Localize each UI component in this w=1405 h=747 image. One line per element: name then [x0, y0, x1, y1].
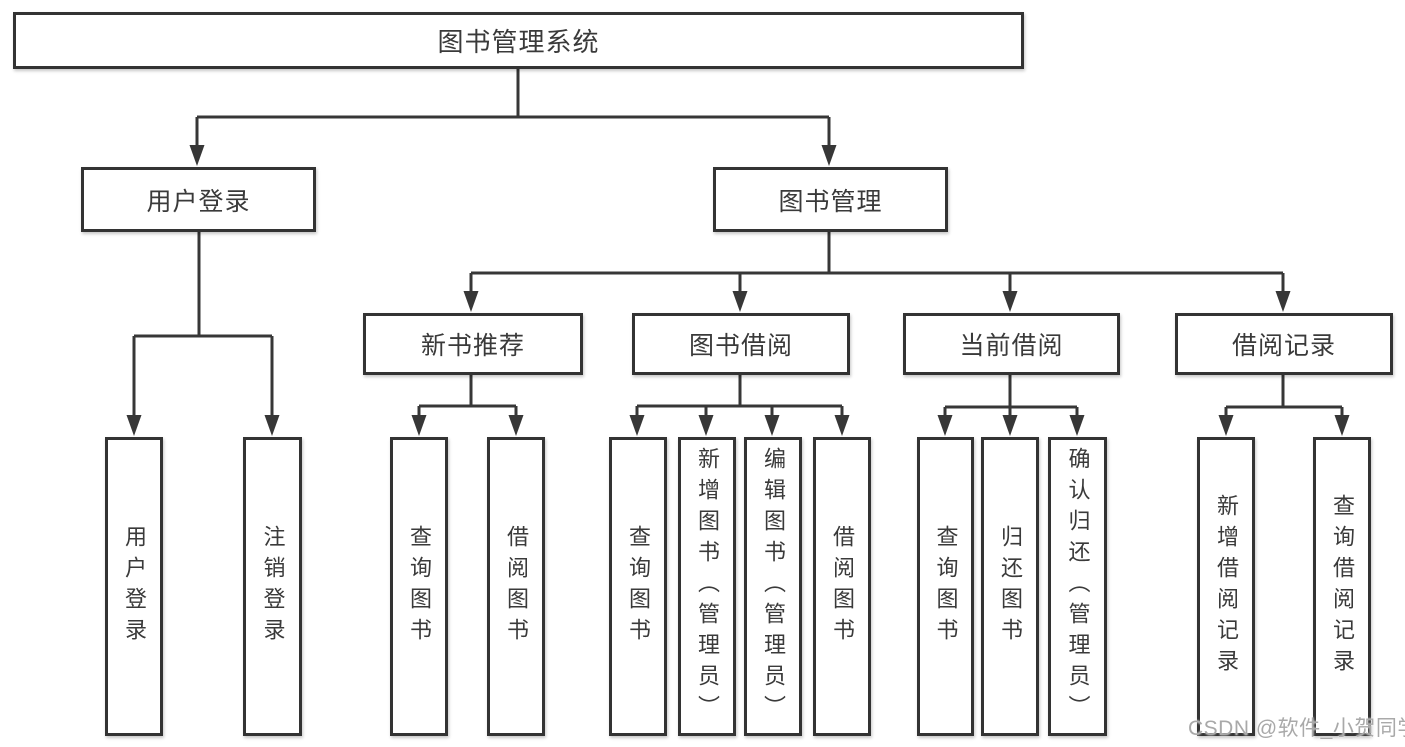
leaf-label: 查询借阅记录: [1330, 493, 1355, 680]
node-borrowing-records: 借阅记录: [1175, 313, 1393, 375]
leaf-label: 归还图书: [998, 524, 1023, 649]
node-new-book-recommendation: 新书推荐: [363, 313, 583, 375]
leaf-label: 编辑图书（管理员）: [761, 447, 786, 726]
node-current-borrowing: 当前借阅: [903, 313, 1120, 375]
node-label: 图书管理系统: [437, 27, 600, 57]
node-label: 新书推荐: [420, 332, 525, 360]
leaf-label: 用户登录: [122, 524, 147, 649]
leaf-label: 确认归还（管理员）: [1065, 447, 1091, 726]
node-label: 当前借阅: [959, 332, 1064, 360]
node-user-login: 用户登录: [81, 167, 316, 232]
node-book-borrowing: 图书借阅: [632, 313, 850, 375]
leaf-label: 新增借阅记录: [1214, 493, 1239, 680]
leaf-query-books-current: 查询图书: [917, 437, 974, 736]
leaf-query-borrow-record: 查询借阅记录: [1313, 437, 1371, 736]
leaf-label: 注销登录: [260, 524, 286, 649]
node-library-management-system: 图书管理系统: [13, 12, 1024, 69]
leaf-query-books-borrow: 查询图书: [609, 437, 667, 736]
leaf-label: 借阅图书: [830, 524, 855, 649]
leaf-confirm-return-admin: 确认归还（管理员）: [1048, 437, 1107, 736]
leaf-label: 新增图书（管理员）: [695, 447, 720, 726]
leaf-borrow-books: 借阅图书: [813, 437, 871, 736]
node-label: 图书借阅: [688, 332, 793, 360]
leaf-logout: 注销登录: [243, 437, 302, 736]
leaf-user-login: 用户登录: [105, 437, 163, 736]
csdn-watermark: CSDN @软件_小贺同学: [1188, 717, 1405, 740]
node-label: 图书管理: [778, 187, 883, 216]
leaf-edit-books-admin: 编辑图书（管理员）: [744, 437, 802, 736]
leaf-add-borrow-record: 新增借阅记录: [1197, 437, 1255, 736]
leaf-return-books: 归还图书: [981, 437, 1039, 736]
leaf-label: 借阅图书: [504, 524, 529, 649]
leaf-add-books-admin: 新增图书（管理员）: [678, 437, 736, 736]
leaf-label: 查询图书: [626, 524, 651, 649]
node-book-management: 图书管理: [713, 167, 948, 232]
leaf-label: 查询图书: [407, 524, 432, 649]
node-label: 借阅记录: [1231, 332, 1336, 360]
leaf-query-books-recommend: 查询图书: [390, 437, 448, 736]
leaf-borrow-books-recommend: 借阅图书: [487, 437, 545, 736]
leaf-label: 查询图书: [933, 524, 959, 649]
node-label: 用户登录: [146, 187, 251, 216]
